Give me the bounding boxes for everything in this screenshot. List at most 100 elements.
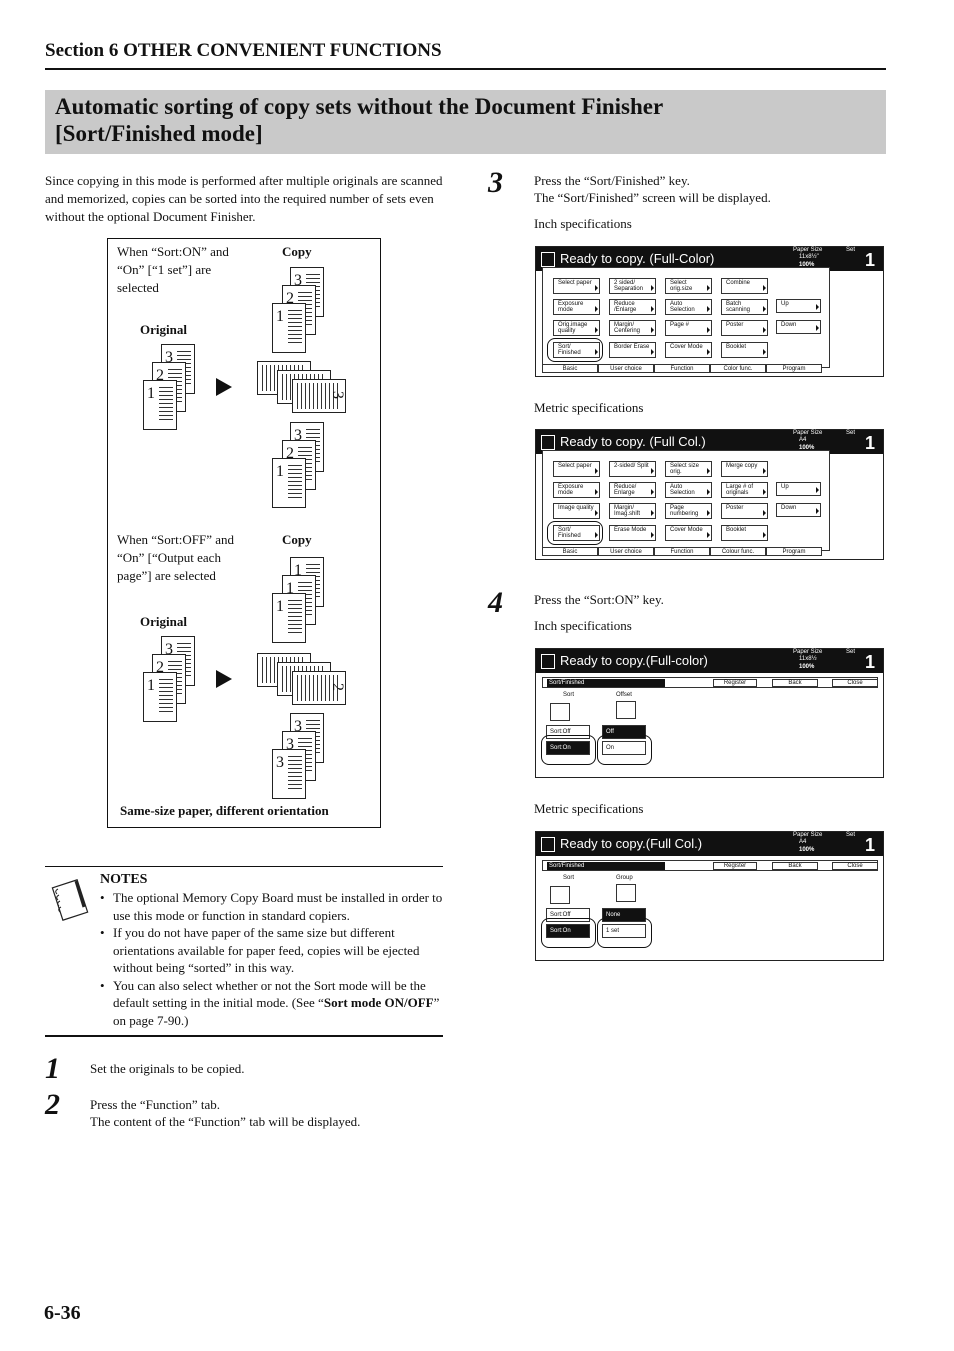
spec-label: Metric specifications <box>534 400 644 415</box>
page-number: 6-36 <box>44 1302 81 1324</box>
step-number: 2 <box>45 1088 60 1121</box>
batch-scanning-button[interactable]: Batch scanning <box>721 299 768 315</box>
sort-finished-bar: Sort/Finished Register Back Close <box>542 860 878 871</box>
offset-group-label: Offset <box>616 692 632 698</box>
copy-label: Copy <box>282 244 312 259</box>
paper-size-label: Paper Size <box>793 430 823 436</box>
tab-colour-func[interactable]: Colour func. <box>710 547 766 556</box>
large-originals-button[interactable]: Large # of originals <box>721 482 768 498</box>
offset-on-button[interactable]: On <box>602 741 646 755</box>
margin-imag-shift-button[interactable]: Margin/ Imag.shift <box>609 503 656 519</box>
sheet-number: 1 <box>147 385 155 402</box>
sort-on-button[interactable]: Sort:On <box>546 924 590 938</box>
back-button[interactable]: Back <box>772 862 818 870</box>
exposure-mode-button[interactable]: Exposure mode <box>553 299 600 315</box>
close-button[interactable]: Close <box>832 679 878 687</box>
screen-title: Ready to copy.(Full-color) <box>560 653 708 668</box>
sort-finished-bar: Sort/Finished Register Back Close <box>542 677 878 688</box>
page-number-button[interactable]: Page # <box>665 320 712 336</box>
sheet-number: 2 <box>286 445 294 462</box>
selection-highlight <box>547 338 603 362</box>
down-button[interactable]: Down <box>776 503 821 517</box>
caption-line: “On” [“1 set”] are <box>117 262 212 277</box>
screen-titlebar: Ready to copy.(Full Col.) Paper Size Set… <box>536 832 883 856</box>
screen-sort-metric: Ready to copy.(Full Col.) Paper Size Set… <box>535 831 884 961</box>
booklet-button[interactable]: Booklet <box>721 342 768 358</box>
sheet-number: 3 <box>165 641 173 658</box>
set-label: Set <box>846 430 856 436</box>
booklet-button[interactable]: Booklet <box>721 525 768 541</box>
up-button[interactable]: Up <box>776 299 821 313</box>
exposure-mode-button[interactable]: Exposure mode <box>553 482 600 498</box>
poster-button[interactable]: Poster <box>721 320 768 336</box>
sort-on-button[interactable]: Sort:On <box>546 741 590 755</box>
tab-function[interactable]: Function <box>654 364 710 373</box>
tab-function[interactable]: Function <box>654 547 710 556</box>
sided-separation-button[interactable]: 2 sided/ Separation <box>609 278 656 294</box>
orig-image-quality-button[interactable]: Orig.image quality <box>553 320 600 336</box>
tab-basic[interactable]: Basic <box>542 364 598 373</box>
sort-finished-label: Sort/Finished <box>547 862 665 870</box>
tab-program[interactable]: Program <box>766 547 822 556</box>
sided-split-button[interactable]: 2-sided/ Split <box>609 461 656 477</box>
down-button[interactable]: Down <box>776 320 821 334</box>
sort-diagram: When “Sort:ON” and “On” [“1 set”] are se… <box>107 238 381 828</box>
tab-program[interactable]: Program <box>766 364 822 373</box>
sort-finished-button[interactable]: Sort/ Finished <box>553 342 600 358</box>
spec-label: Inch specifications <box>534 618 632 633</box>
image-quality-button[interactable]: Image quality <box>553 503 600 519</box>
select-orig-size-button[interactable]: Select orig.size <box>665 278 712 294</box>
copy-icon <box>541 654 555 669</box>
select-paper-button[interactable]: Select paper <box>553 461 600 477</box>
register-button[interactable]: Register <box>713 862 757 870</box>
cover-mode-button[interactable]: Cover Mode <box>665 342 712 358</box>
original-label: Original <box>140 614 187 629</box>
copy-label: Copy <box>282 532 312 547</box>
page-title-line1: Automatic sorting of copy sets without t… <box>55 94 664 119</box>
landscape-sheet: 3 <box>292 379 346 413</box>
combine-button[interactable]: Combine <box>721 278 768 294</box>
caption-line: “On” [“Output each <box>117 550 221 565</box>
poster-button[interactable]: Poster <box>721 503 768 519</box>
back-button[interactable]: Back <box>772 679 818 687</box>
sort-finished-button[interactable]: Sort/ Finished <box>553 525 600 541</box>
reduce-enlarge-button[interactable]: Reduce/ Enlarge <box>609 482 656 498</box>
close-button[interactable]: Close <box>832 862 878 870</box>
register-button[interactable]: Register <box>713 679 757 687</box>
tab-user-choice[interactable]: User choice <box>598 547 654 556</box>
paper-size-label: Paper Size <box>793 247 823 253</box>
zoom-value: 100% <box>799 445 815 451</box>
margin-centering-button[interactable]: Margin/ Centering <box>609 320 656 336</box>
select-paper-button[interactable]: Select paper <box>553 278 600 294</box>
notepad-icon <box>51 879 89 921</box>
landscape-sheet: 2 <box>292 671 346 705</box>
reduce-enlarge-button[interactable]: Reduce /Enlarge <box>609 299 656 315</box>
sort-group-label: Sort <box>563 875 575 881</box>
tab-user-choice[interactable]: User choice <box>598 364 654 373</box>
border-erase-button[interactable]: Border Erase <box>609 342 656 358</box>
step-text: Press the “Function” tab. The content of… <box>90 1096 360 1130</box>
one-set-button[interactable]: 1 set <box>602 924 646 938</box>
copy-icon <box>541 837 555 852</box>
sheet-number: 1 <box>294 562 302 579</box>
page-title-line2: [Sort/Finished mode] <box>55 121 263 146</box>
tab-basic[interactable]: Basic <box>542 547 598 556</box>
auto-selection-button[interactable]: Auto Selection <box>665 482 712 498</box>
select-size-orig-button[interactable]: Select size orig. <box>665 461 712 477</box>
step-number: 3 <box>488 166 503 199</box>
auto-selection-button[interactable]: Auto Selection <box>665 299 712 315</box>
sort-finished-label: Sort/Finished <box>547 679 665 687</box>
tab-color-func[interactable]: Color func. <box>710 364 766 373</box>
notes-list: The optional Memory Copy Board must be i… <box>100 889 443 1029</box>
caption-line: When “Sort:OFF” and <box>117 532 234 547</box>
set-label: Set <box>846 649 856 655</box>
diagram-footer: Same-size paper, different orientation <box>120 803 329 818</box>
merge-copy-button[interactable]: Merge copy <box>721 461 768 477</box>
page-numbering-button[interactable]: Page numbering <box>665 503 712 519</box>
cover-mode-button[interactable]: Cover Mode <box>665 525 712 541</box>
up-button[interactable]: Up <box>776 482 821 496</box>
copy-sheet: 1 <box>272 593 306 643</box>
erase-mode-button[interactable]: Erase Mode <box>609 525 656 541</box>
sheet-number: 2 <box>156 367 164 384</box>
note-item: You can also select whether or not the S… <box>100 977 443 1030</box>
